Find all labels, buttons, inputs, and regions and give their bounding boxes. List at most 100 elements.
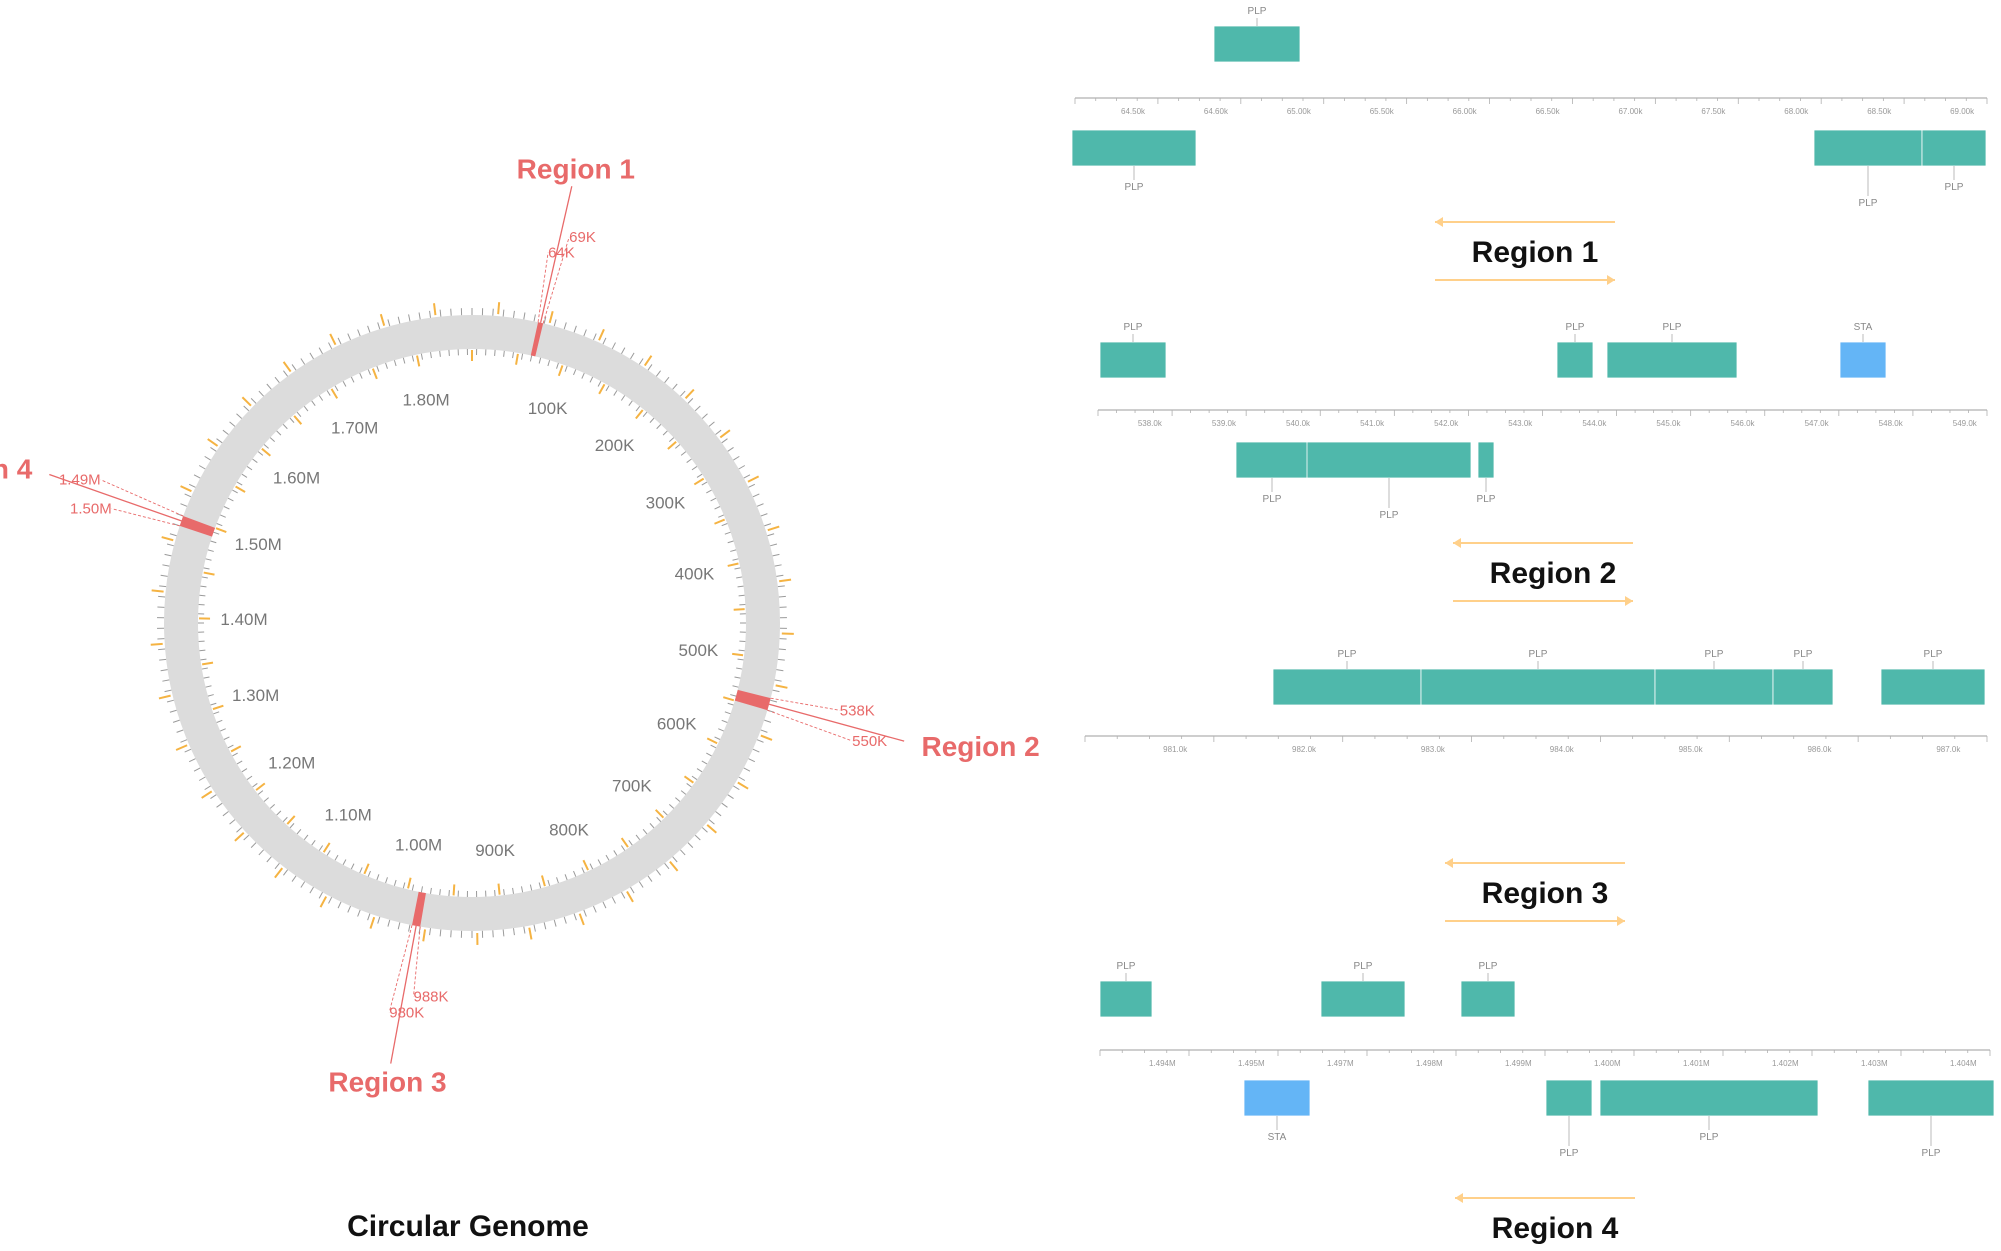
gene-label: PLP bbox=[1117, 961, 1136, 972]
ring-minor-tick bbox=[621, 348, 624, 354]
ring-minor-tick bbox=[695, 406, 700, 411]
ring-inner-tick bbox=[681, 791, 686, 795]
ring-minor-tick bbox=[409, 925, 410, 932]
position-label: 1.60M bbox=[273, 468, 320, 487]
ring-minor-tick bbox=[744, 768, 750, 771]
ring-inner-major-tick bbox=[516, 354, 518, 365]
ring-inner-major-tick bbox=[294, 416, 301, 424]
ring-inner-tick bbox=[675, 445, 680, 449]
axis-tick-label: 549.0k bbox=[1953, 419, 1978, 428]
ring-inner-major-tick bbox=[668, 442, 676, 449]
ring-inner-tick bbox=[621, 846, 624, 851]
ring-inner-tick bbox=[327, 850, 330, 855]
ring-inner-major-tick bbox=[204, 573, 215, 575]
ring-minor-tick bbox=[728, 795, 734, 799]
ring-minor-tick bbox=[584, 329, 587, 336]
ring-inner-tick bbox=[421, 354, 422, 360]
ring-inner-tick bbox=[730, 695, 736, 697]
ring-inner-tick bbox=[629, 840, 633, 845]
ring-minor-tick bbox=[223, 430, 229, 434]
position-label: 1.10M bbox=[325, 805, 372, 824]
axis-tick-label: 64.50k bbox=[1121, 107, 1146, 116]
ring-minor-tick bbox=[648, 876, 652, 882]
ring-inner-tick bbox=[343, 381, 346, 386]
ring-minor-tick bbox=[749, 759, 755, 762]
ring-minor-tick bbox=[267, 857, 272, 862]
ring-minor-tick bbox=[513, 311, 514, 318]
ring-minor-tick bbox=[236, 414, 241, 419]
position-label: 100K bbox=[528, 399, 568, 418]
ring-inner-tick bbox=[270, 438, 274, 442]
ring-major-tick bbox=[686, 390, 694, 399]
ring-inner-major-tick bbox=[707, 738, 717, 743]
ring-minor-tick bbox=[775, 565, 782, 566]
gene-plp bbox=[1546, 1080, 1592, 1116]
region-title: Region 4 bbox=[1492, 1212, 1619, 1245]
ring-minor-tick bbox=[702, 414, 707, 419]
ring-inner-major-tick bbox=[732, 654, 743, 655]
ring-major-tick bbox=[738, 783, 748, 789]
ring-inner-tick bbox=[206, 559, 212, 560]
gene-plp bbox=[1607, 342, 1737, 378]
ring-inner-tick bbox=[242, 769, 247, 772]
ring-inner-tick bbox=[394, 880, 396, 886]
ring-minor-tick bbox=[159, 586, 166, 587]
ring-minor-tick bbox=[761, 514, 768, 516]
strand-arrowhead bbox=[1453, 538, 1461, 548]
ring-minor-tick bbox=[180, 504, 186, 507]
ring-minor-tick bbox=[593, 906, 596, 912]
ring-minor-tick bbox=[773, 690, 780, 692]
ring-minor-tick bbox=[639, 882, 643, 888]
ring-inner-tick bbox=[687, 459, 692, 463]
ring-inner-tick bbox=[614, 390, 617, 395]
axis-tick-label: 1.400M bbox=[1594, 1059, 1621, 1068]
ring-minor-tick bbox=[779, 596, 786, 597]
axis-tick-label: 983.0k bbox=[1421, 745, 1446, 754]
ring-inner-tick bbox=[722, 524, 728, 526]
ring-minor-tick bbox=[167, 544, 174, 546]
gene-label: PLP bbox=[1705, 649, 1724, 660]
axis-tick-label: 69.00k bbox=[1950, 107, 1975, 116]
ring-minor-tick bbox=[513, 928, 514, 935]
axis-tick-label: 1.402M bbox=[1772, 1059, 1799, 1068]
strand-arrowhead bbox=[1435, 217, 1443, 227]
position-label: 600K bbox=[657, 714, 697, 733]
ring-minor-tick bbox=[779, 649, 786, 650]
ring-inner-tick bbox=[590, 377, 593, 382]
ring-minor-tick bbox=[688, 843, 693, 848]
ring-minor-tick bbox=[503, 929, 504, 936]
ring-minor-tick bbox=[716, 812, 722, 816]
ring-inner-major-tick bbox=[454, 884, 455, 895]
ring-major-tick bbox=[370, 917, 374, 928]
ring-inner-tick bbox=[718, 515, 724, 517]
ring-minor-tick bbox=[744, 475, 750, 478]
ring-inner-tick bbox=[730, 550, 736, 552]
gene-label: PLP bbox=[1479, 961, 1498, 972]
ring-inner-tick bbox=[513, 888, 514, 894]
region-tag: Region 1 bbox=[517, 154, 635, 185]
position-label: 700K bbox=[612, 777, 652, 796]
axis-tick-label: 67.00k bbox=[1618, 107, 1643, 116]
ring-inner-major-tick bbox=[559, 365, 563, 375]
ring-major-tick bbox=[202, 791, 212, 798]
ring-inner-tick bbox=[598, 381, 601, 386]
gene-label: PLP bbox=[1560, 1148, 1579, 1159]
ring-inner-tick bbox=[242, 474, 247, 477]
axis-tick-label: 1.498M bbox=[1416, 1059, 1443, 1068]
position-label: 400K bbox=[675, 564, 715, 583]
ring-inner-tick bbox=[598, 859, 601, 864]
ring-minor-tick bbox=[419, 312, 420, 319]
ring-inner-tick bbox=[204, 677, 210, 678]
gene-plp bbox=[1421, 669, 1655, 705]
ring-inner-tick bbox=[343, 859, 346, 864]
axis-tick-label: 547.0k bbox=[1805, 419, 1830, 428]
ring-minor-tick bbox=[503, 310, 504, 317]
ring-minor-tick bbox=[161, 575, 168, 576]
ring-minor-tick bbox=[603, 902, 606, 908]
ring-minor-tick bbox=[319, 892, 322, 898]
ring-major-tick bbox=[159, 696, 171, 699]
ring-inner-major-tick bbox=[728, 564, 739, 566]
ring-major-tick bbox=[181, 486, 192, 491]
